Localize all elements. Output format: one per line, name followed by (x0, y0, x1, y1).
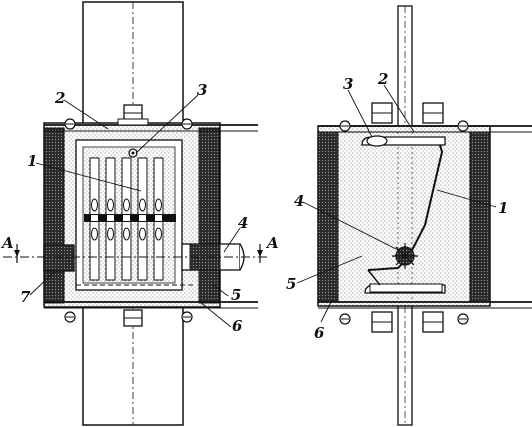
right-housing (317, 125, 491, 307)
left-wall-left (43, 127, 65, 304)
left-label-2: 2 (54, 89, 65, 107)
right-label-4: 4 (294, 192, 304, 210)
right-view: 3 2 1 4 5 6 (286, 5, 532, 426)
left-label-7: 7 (20, 288, 31, 306)
left-label-4: 4 (238, 214, 248, 232)
left-wall-right (198, 127, 220, 304)
right-label-5: 5 (286, 275, 296, 293)
left-label-5: 5 (231, 286, 241, 304)
left-view: 2 3 1 4 5 6 7 A A (0, 1, 279, 426)
left-clamp-7 (43, 244, 75, 272)
right-label-6: 6 (314, 324, 325, 342)
left-section-A-left: A (0, 234, 14, 252)
right-wall-left (317, 131, 339, 303)
right-contact-4 (392, 243, 418, 269)
left-section-A-right: A (265, 234, 279, 252)
right-label-1: 1 (498, 199, 508, 217)
right-label-3: 3 (343, 75, 353, 93)
left-label-3: 3 (197, 81, 207, 99)
left-label-1: 1 (27, 152, 37, 170)
left-label-6: 6 (232, 317, 243, 335)
right-label-2: 2 (377, 70, 388, 88)
right-wall-right (469, 131, 491, 303)
right-heating-wire (367, 144, 444, 271)
